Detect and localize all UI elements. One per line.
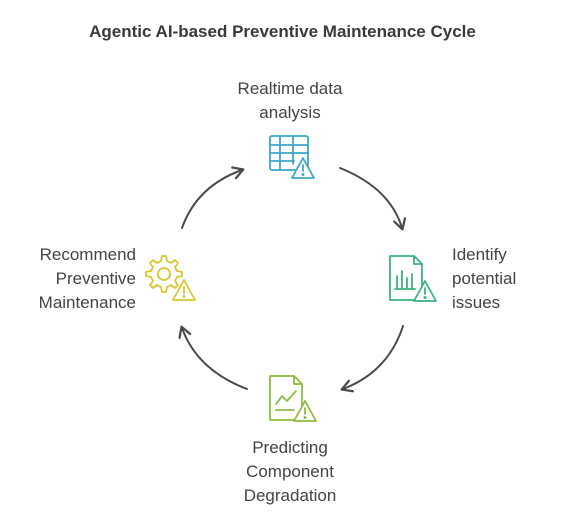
table-warning-icon	[269, 135, 315, 179]
arrow-top-to-right	[339, 167, 407, 231]
arrow-bottom-to-left	[178, 325, 248, 390]
gear-warning-icon	[145, 255, 196, 301]
arrow-left-to-top	[181, 166, 245, 229]
step-label-realtime-data-analysis: Realtime data analysis	[237, 79, 343, 122]
step-label-predicting-component-degradation: Predicting Component Degradation	[243, 438, 337, 505]
document-chart-warning-icon	[389, 255, 437, 302]
diagram-title: Agentic AI-based Preventive Maintenance …	[89, 22, 476, 41]
step-label-identify-potential-issues: Identify potential issues	[452, 245, 517, 312]
step-label-recommend-preventive-maintenance: Recommend Preventive Maintenance	[38, 245, 136, 312]
document-line-chart-warning-icon	[269, 375, 317, 422]
arrow-right-to-bottom	[340, 325, 404, 393]
